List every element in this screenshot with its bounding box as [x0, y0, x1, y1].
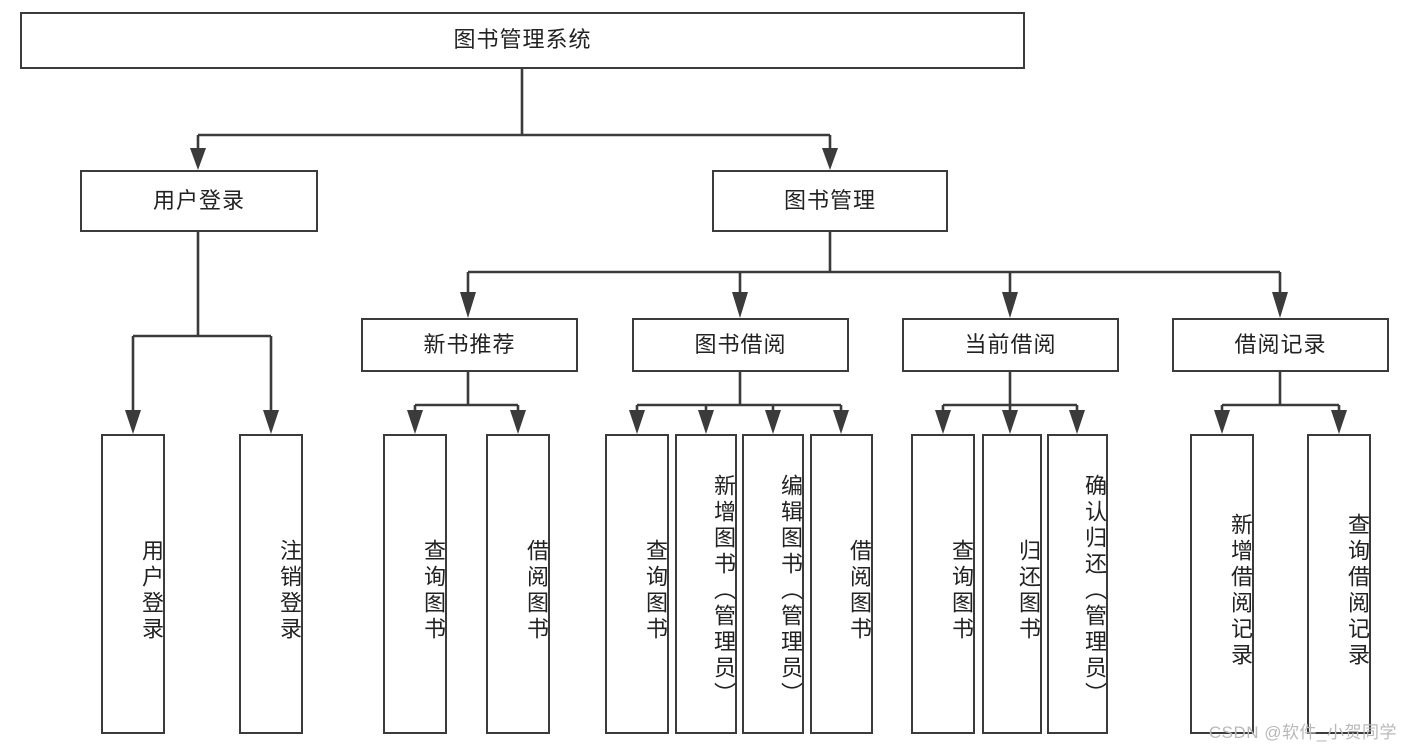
node-label: 编辑图书（管理员）	[778, 474, 803, 708]
node-label: 确认归还（管理员）	[1082, 474, 1107, 708]
leaf-borrow-add-book-admin[interactable]: 新增图书（管理员）	[675, 434, 737, 734]
leaf-record-add-record[interactable]: 新增借阅记录	[1190, 434, 1254, 734]
node-label: 图书管理系统	[453, 27, 592, 53]
node-label: 用户登录	[139, 539, 164, 643]
node-label: 新增借阅记录	[1228, 513, 1253, 669]
node-borrow-record[interactable]: 借阅记录	[1172, 318, 1389, 372]
node-book-management[interactable]: 图书管理	[712, 170, 948, 232]
node-label: 借阅记录	[1234, 331, 1327, 357]
node-label: 新增图书（管理员）	[711, 474, 736, 708]
leaf-current-confirm-return-admin[interactable]: 确认归还（管理员）	[1047, 434, 1108, 734]
node-label: 注销登录	[277, 539, 302, 643]
leaf-borrow-query-book[interactable]: 查询图书	[605, 434, 669, 734]
leaf-user-login-login[interactable]: 用户登录	[101, 434, 165, 734]
node-label: 新书推荐	[423, 331, 516, 357]
node-label: 借阅图书	[847, 539, 872, 643]
leaf-borrow-edit-book-admin[interactable]: 编辑图书（管理员）	[742, 434, 804, 734]
leaf-user-login-logout[interactable]: 注销登录	[239, 434, 303, 734]
leaf-current-query-book[interactable]: 查询图书	[911, 434, 975, 734]
node-label: 图书管理	[783, 187, 876, 213]
node-label: 借阅图书	[524, 539, 549, 643]
node-label: 查询借阅记录	[1345, 513, 1370, 669]
node-label: 查询图书	[643, 539, 668, 643]
node-new-book-recommend[interactable]: 新书推荐	[361, 318, 578, 372]
node-book-borrow[interactable]: 图书借阅	[632, 318, 849, 372]
watermark-text: CSDN @软件_小贺同学	[1208, 723, 1397, 742]
leaf-borrow-borrow-book[interactable]: 借阅图书	[810, 434, 873, 734]
leaf-record-query-record[interactable]: 查询借阅记录	[1307, 434, 1371, 734]
node-label: 归还图书	[1016, 539, 1041, 643]
node-label: 图书借阅	[694, 331, 787, 357]
node-label: 查询图书	[949, 539, 974, 643]
node-label: 当前借阅	[964, 331, 1057, 357]
leaf-recommend-borrow-book[interactable]: 借阅图书	[486, 434, 550, 734]
leaf-recommend-query-book[interactable]: 查询图书	[383, 434, 447, 734]
node-label: 查询图书	[421, 539, 446, 643]
leaf-current-return-book[interactable]: 归还图书	[982, 434, 1042, 734]
node-user-login[interactable]: 用户登录	[80, 170, 318, 232]
node-label: 用户登录	[152, 187, 245, 213]
node-current-borrow[interactable]: 当前借阅	[902, 318, 1119, 372]
node-root-system[interactable]: 图书管理系统	[20, 12, 1025, 69]
